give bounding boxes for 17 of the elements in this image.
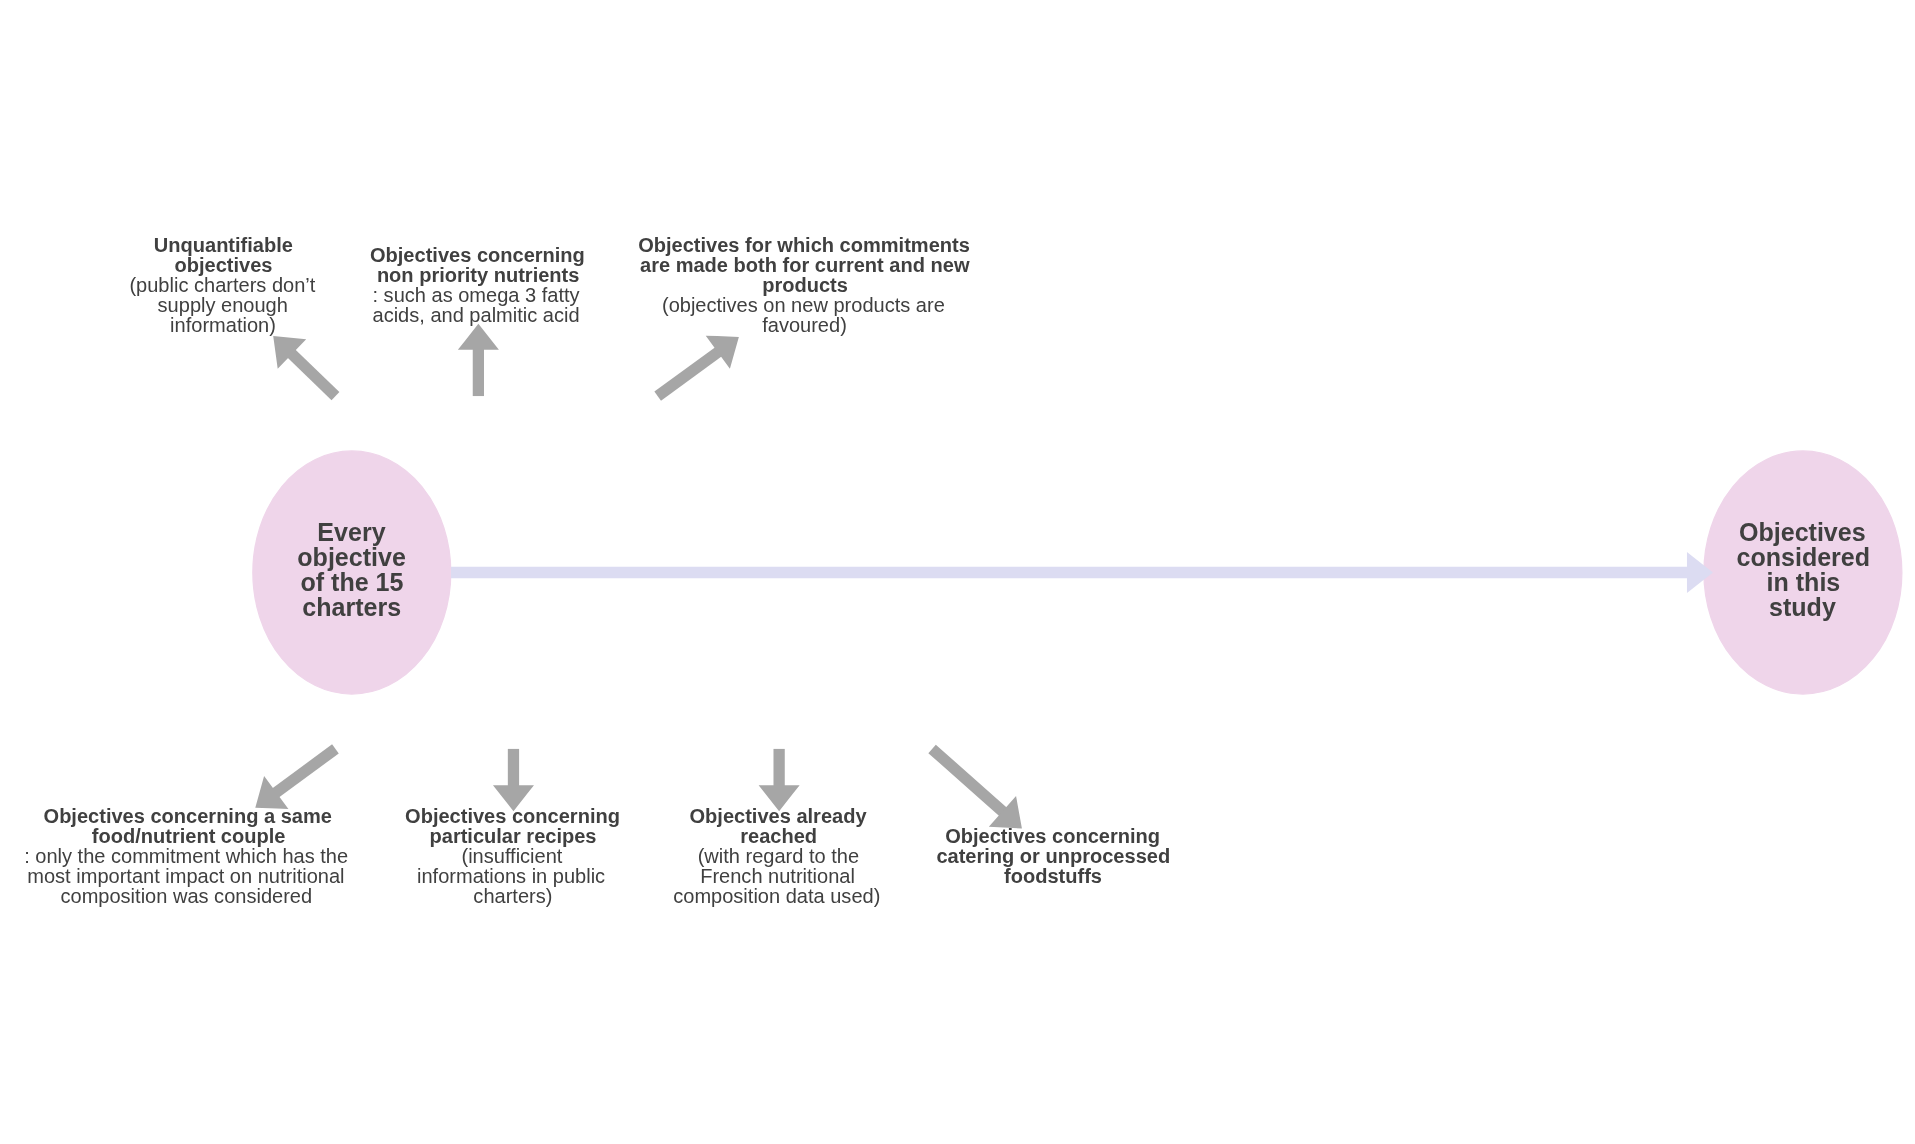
arrow [758,748,800,811]
arrow [457,323,499,396]
node-ellipse: Every objective of the 15 charters [251,449,451,695]
node-text: Objectives concerning non priority nutrients : such as omega 3 fatty acids, and palmitic acid [369,243,585,326]
node-text: Objectives already reached (with regard to the French nutritional composition data used) [672,804,880,907]
arrow [272,335,339,400]
node-text: Objectives for which commitments are made both for current and new products (objectives on new products are favoured) [637,233,970,336]
node-text: Objectives concerning particular recipes (insufficient informations in public charters) [404,804,620,907]
node-text: Objectives concerning catering or unprocessed foodstuffs [935,824,1170,887]
node-text: Objectives concerning a same food/nutrient couple : only the commitment which has the most important impact on nutritional composition was considered [23,804,348,907]
arrow [450,551,1713,593]
arrow [492,748,534,811]
node-ellipse: Objectives considered in this study [1702,449,1902,695]
arrow [254,743,339,809]
node-text: Unquantifiable objectives (public charters don’t supply enough information) [128,233,315,336]
arrow [927,744,1022,829]
arrow [653,335,739,401]
